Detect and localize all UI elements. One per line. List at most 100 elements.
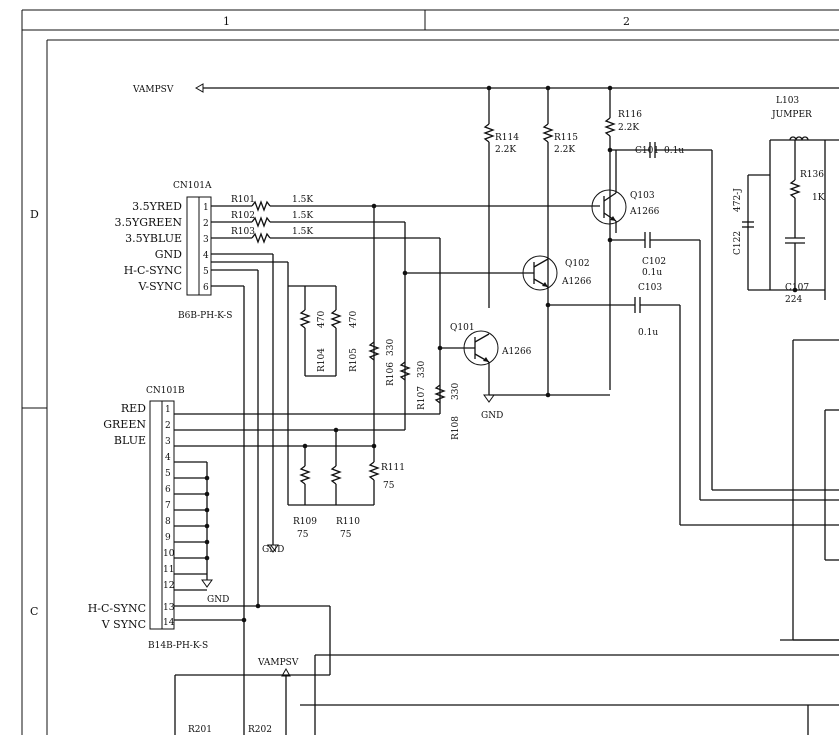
svg-text:6: 6 <box>165 485 171 495</box>
cn101b-gnd-comb <box>174 461 213 591</box>
r114-value: 2.2K <box>495 145 516 155</box>
r103-value: 1.5K <box>292 227 313 237</box>
r115-value: 2.2K <box>554 145 575 155</box>
svg-text:4: 4 <box>203 251 209 261</box>
r106-value: 330 <box>386 339 396 356</box>
c122-value: 472-J <box>733 188 743 212</box>
r105-value: 470 <box>349 311 359 328</box>
cn101a-part: B6B-PH-K-S <box>178 311 232 321</box>
r103-ref: R103 <box>231 227 255 237</box>
q101-transistor <box>440 330 610 398</box>
svg-text:11: 11 <box>163 565 174 575</box>
r107-ref: R107 <box>417 386 427 410</box>
r105-ref: R105 <box>349 348 359 372</box>
svg-text:1: 1 <box>165 405 171 415</box>
r136-value: 1K <box>812 193 825 203</box>
cn101a-gnd-sync-wires <box>211 253 289 620</box>
r201-ref: R201 <box>188 725 212 735</box>
svg-text:BLUE: BLUE <box>114 434 146 447</box>
r101-ref: R101 <box>231 195 255 205</box>
cn101b-rgb-wires <box>174 413 440 449</box>
svg-text:GREEN: GREEN <box>103 418 146 431</box>
net-gnd-b: GND <box>207 595 229 605</box>
c103-ref: C103 <box>638 283 662 293</box>
svg-text:2: 2 <box>203 219 209 229</box>
r106-r108-symbols <box>368 341 446 404</box>
r109-ref: R109 <box>293 517 317 527</box>
r104-r105-symbols <box>288 285 342 377</box>
q103-part: A1266 <box>629 207 660 217</box>
r110-ref: R110 <box>336 517 360 527</box>
r109-value: 75 <box>297 530 309 540</box>
svg-text:GND: GND <box>155 248 182 261</box>
grid-column-2: 2 <box>623 15 630 28</box>
r101-value: 1.5K <box>292 195 313 205</box>
ic-outline-right <box>792 339 839 641</box>
l103-jumper <box>769 136 839 300</box>
svg-text:7: 7 <box>165 501 171 511</box>
cn101b-body <box>149 400 175 630</box>
c101-ref: C101 <box>635 146 659 156</box>
net-gnd-cn101b: GND <box>262 545 284 555</box>
r108-value: 330 <box>451 383 461 400</box>
cn101b-sync-wires <box>174 603 330 640</box>
svg-text:6: 6 <box>203 283 209 293</box>
cn101a-pins: 1 2 3 4 5 6 <box>203 203 209 293</box>
c107-value: 224 <box>785 295 802 305</box>
r106-ref: R106 <box>386 362 396 386</box>
cn101b-signals: RED GREEN BLUE H-C-SYNC V SYNC <box>88 402 147 631</box>
svg-text:8: 8 <box>165 517 171 527</box>
svg-text:V SYNC: V SYNC <box>101 618 146 631</box>
grid-row-d: D <box>30 208 39 221</box>
rgb-signal-bus <box>371 203 443 446</box>
r109-r111-symbols <box>288 430 380 506</box>
c122-ref: C122 <box>733 231 743 255</box>
r114-symbol <box>483 88 495 308</box>
r111-value: 75 <box>383 481 395 491</box>
vampsv-arrow <box>194 83 204 93</box>
cn101a-signals: 3.5YRED 3.5YGREEN 3.5YBLUE GND H-C-SYNC … <box>114 200 182 293</box>
svg-text:4: 4 <box>165 453 171 463</box>
r115-ref: R115 <box>554 133 578 143</box>
c101-value: 0.1u <box>664 146 684 156</box>
cn101b-pins: 1 2 3 4 5 6 7 8 9 10 11 12 13 14 <box>163 405 175 628</box>
svg-text:12: 12 <box>163 581 174 591</box>
cn101a-ref: CN101A <box>173 181 212 191</box>
svg-text:3.5YRED: 3.5YRED <box>132 200 182 213</box>
r111-ref: R111 <box>381 463 405 473</box>
q102-transistor <box>405 255 558 291</box>
svg-text:3.5YGREEN: 3.5YGREEN <box>114 216 182 229</box>
vampsv-bottom-rail <box>174 606 839 735</box>
q102-part: A1266 <box>561 277 592 287</box>
svg-text:2: 2 <box>165 421 171 431</box>
svg-text:9: 9 <box>165 533 171 543</box>
svg-text:3: 3 <box>203 235 209 245</box>
c103-value: 0.1u <box>638 328 658 338</box>
r116-symbol <box>604 88 616 390</box>
jumper-label: JUMPER <box>771 110 812 120</box>
c103-symbol <box>545 297 839 526</box>
r115-symbol <box>542 88 554 395</box>
r202-ref: R202 <box>248 725 272 735</box>
c101-symbol <box>607 142 839 491</box>
r114-ref: R114 <box>495 133 519 143</box>
vampsv-rail <box>203 85 839 91</box>
r104-value: 470 <box>317 311 327 328</box>
grid-column-1: 1 <box>223 15 230 28</box>
r116-value: 2.2K <box>618 123 639 133</box>
q101-ref: Q101 <box>450 323 475 333</box>
cn101b-part: B14B-PH-K-S <box>148 641 208 651</box>
svg-text:H-C-SYNC: H-C-SYNC <box>88 602 146 615</box>
r116-ref: R116 <box>618 110 642 120</box>
gnd-q101-symbol <box>483 394 495 403</box>
svg-text:5: 5 <box>203 267 209 277</box>
svg-text:10: 10 <box>163 549 175 559</box>
r104-ref: R104 <box>317 348 327 372</box>
svg-text:3.5YBLUE: 3.5YBLUE <box>125 232 182 245</box>
q103-ref: Q103 <box>630 191 655 201</box>
svg-text:1: 1 <box>203 203 209 213</box>
drawing-frame <box>21 9 839 735</box>
c102-ref: C102 <box>642 257 666 267</box>
c102-value: 0.1u <box>642 268 662 278</box>
